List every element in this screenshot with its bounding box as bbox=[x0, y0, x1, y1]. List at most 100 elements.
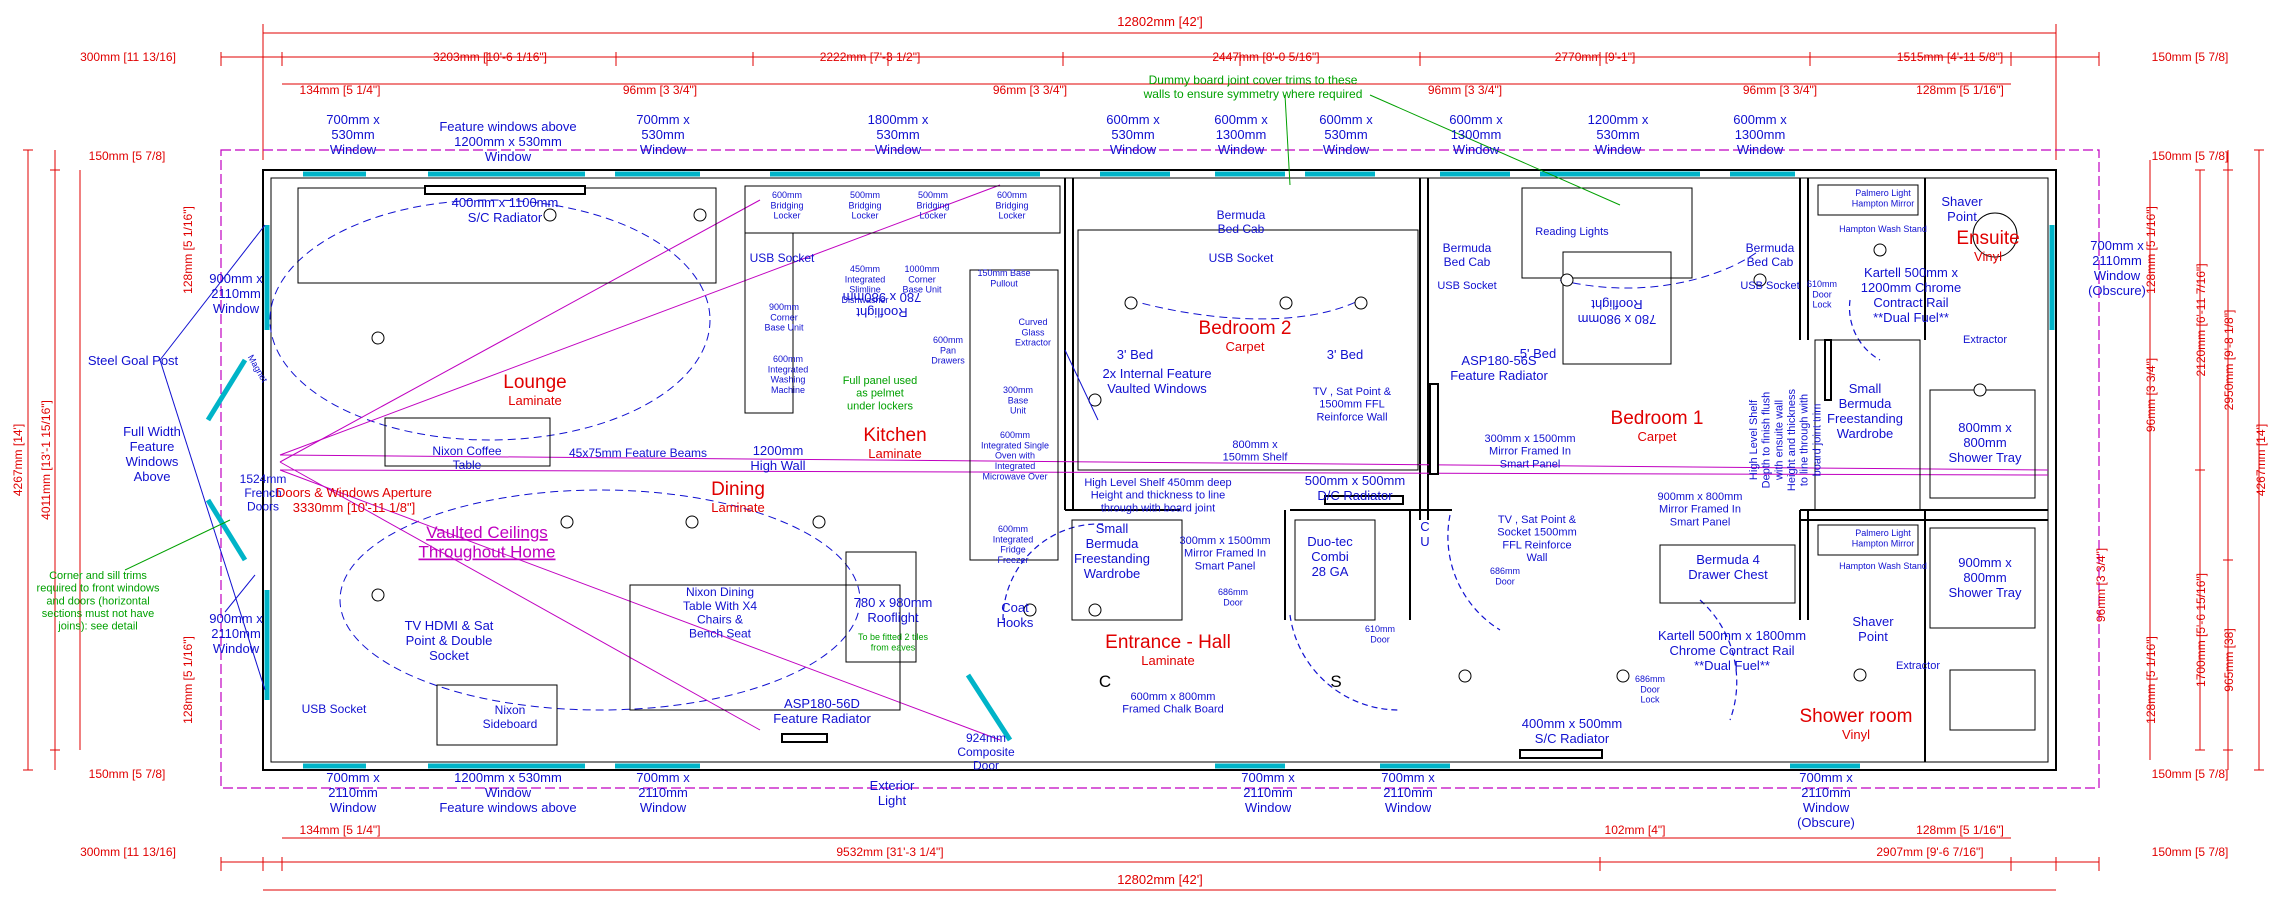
letter-c: C bbox=[1099, 672, 1111, 691]
dim-top-4: 2770mm [9'-1"] bbox=[1555, 50, 1636, 64]
bed-b1: 5' Bed bbox=[1520, 346, 1556, 361]
room-bedroom2-floor: Carpet bbox=[1225, 339, 1264, 354]
usb-kitchen: USB Socket bbox=[750, 251, 815, 265]
room-bedroom2: Bedroom 2 bbox=[1199, 318, 1292, 339]
dim-left-s2: 128mm [5 1/16"] bbox=[181, 636, 195, 724]
dim-left-s3: 150mm [5 7/8] bbox=[89, 767, 166, 781]
dim-right-s0: 150mm [5 7/8] bbox=[2152, 149, 2229, 163]
dim-top-2: 2222mm [7'-3 1/2"] bbox=[820, 50, 921, 64]
dim-right-s2: 96mm [3 3/4"] bbox=[2144, 358, 2158, 432]
hampton-1: Hampton Wash Stand bbox=[1839, 224, 1927, 234]
room-shower-floor: Vinyl bbox=[1842, 727, 1870, 742]
dim-top-sub-1: 96mm [3 3/4"] bbox=[623, 83, 697, 97]
dim-right-s4: 128mm [5 1/16"] bbox=[2144, 636, 2158, 724]
usb-lounge: USB Socket bbox=[302, 702, 367, 716]
reading-lights: Reading Lights bbox=[1535, 226, 1609, 238]
glazing bbox=[205, 171, 2055, 769]
dim-bottom-sub-1: 102mm [4"] bbox=[1605, 823, 1666, 837]
dim-left-overall: 4267mm [14'] bbox=[11, 424, 25, 496]
dim-right-mid-1: 965mm [38] bbox=[2222, 628, 2236, 691]
rooflight-kitchen: Rooflight780 x 980mm bbox=[843, 290, 922, 320]
dim-top-1: 3203mm [10'-6 1/16"] bbox=[433, 50, 547, 64]
dim-bottom-2: 2907mm [9'-6 7/16"] bbox=[1876, 845, 1983, 859]
magenta-features bbox=[279, 184, 2049, 741]
room-ensuite-floor: Vinyl bbox=[1974, 249, 2002, 264]
dim-bottom-sub-2: 128mm [5 1/16"] bbox=[1916, 823, 2004, 837]
rooflight-b1: 780 x 980mmRooflight bbox=[1578, 297, 1657, 327]
dim-left-s1: 128mm [5 1/16"] bbox=[181, 206, 195, 294]
extractor-2: Extractor bbox=[1896, 660, 1940, 672]
dim-bottom-0: 300mm [11 13/16] bbox=[80, 845, 176, 859]
dim-right-inner-0: 2120mm [6'-11 7/16"] bbox=[2194, 263, 2208, 376]
radiators bbox=[424, 185, 1832, 759]
dim-right-overall: 4267mm [14'] bbox=[2254, 424, 2268, 496]
dim-bottom-sub-0: 134mm [5 1/4"] bbox=[300, 823, 381, 837]
dim-right-mid-0: 2950mm [9'-8 1/8"] bbox=[2222, 310, 2236, 411]
room-shower: Shower room bbox=[1800, 706, 1913, 727]
light-circuits bbox=[269, 199, 1761, 711]
dim-bottom-1: 9532mm [31'-3 1/4"] bbox=[836, 845, 943, 859]
room-dining-floor: Laminate bbox=[711, 500, 764, 515]
room-dining: Dining bbox=[711, 479, 765, 500]
steel-goal-post: Steel Goal Post bbox=[88, 353, 179, 368]
dim-top-3: 2447mm [8'-0 5/16"] bbox=[1212, 50, 1319, 64]
room-entrance: Entrance - Hall bbox=[1105, 632, 1231, 653]
dim-top-5: 1515mm [4'-11 5/8"] bbox=[1897, 50, 2003, 64]
green-leader-lines bbox=[124, 94, 1621, 571]
dim-bottom-overall: 12802mm [42'] bbox=[1117, 872, 1203, 887]
room-lounge: Lounge bbox=[503, 372, 566, 393]
dim-top-sub-0: 134mm [5 1/4"] bbox=[300, 83, 381, 97]
dim-right-s5: 150mm [5 7/8] bbox=[2152, 767, 2229, 781]
